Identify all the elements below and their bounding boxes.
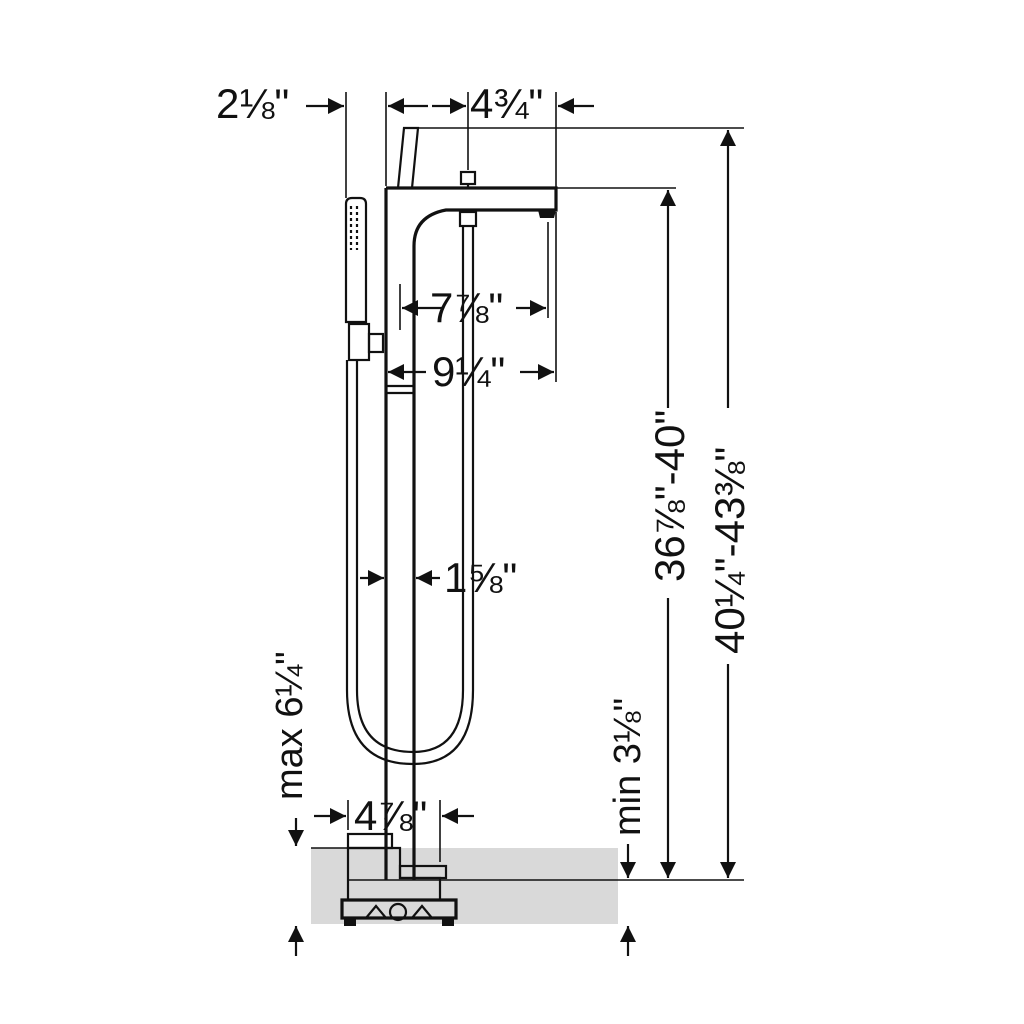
shower-hose: [345, 226, 475, 766]
floor-section: [311, 847, 618, 924]
diverter-knob: [459, 170, 477, 186]
dim-max-depth: max 6¼": [269, 651, 311, 800]
extension-lines: [345, 92, 744, 881]
dim-base-width: 4⅞": [354, 792, 427, 839]
faucet-body: [384, 126, 558, 880]
dim-min-depth: min 3⅛": [607, 698, 649, 836]
dim-spout-reach: 7⅞": [430, 284, 503, 331]
dim-spout-top-width: 4¾": [470, 80, 543, 127]
spout-outlet: [538, 210, 556, 218]
dim-overall-height: 40¼"-43⅜": [706, 447, 753, 654]
hand-shower: [344, 196, 385, 362]
handle-lever: [396, 126, 420, 190]
hose-connector: [458, 210, 478, 228]
shower-holder: [347, 322, 371, 362]
rough-in-valve: [340, 832, 458, 926]
dimension-arrows: [288, 98, 736, 956]
spout-body: [386, 186, 558, 880]
dim-column-diameter: 1⅝": [444, 554, 517, 601]
dim-overall-reach: 9¼": [432, 348, 505, 395]
dim-spout-height: 36⅞"-40": [646, 410, 693, 582]
dim-hand-shower-offset: 2⅛": [216, 80, 289, 127]
